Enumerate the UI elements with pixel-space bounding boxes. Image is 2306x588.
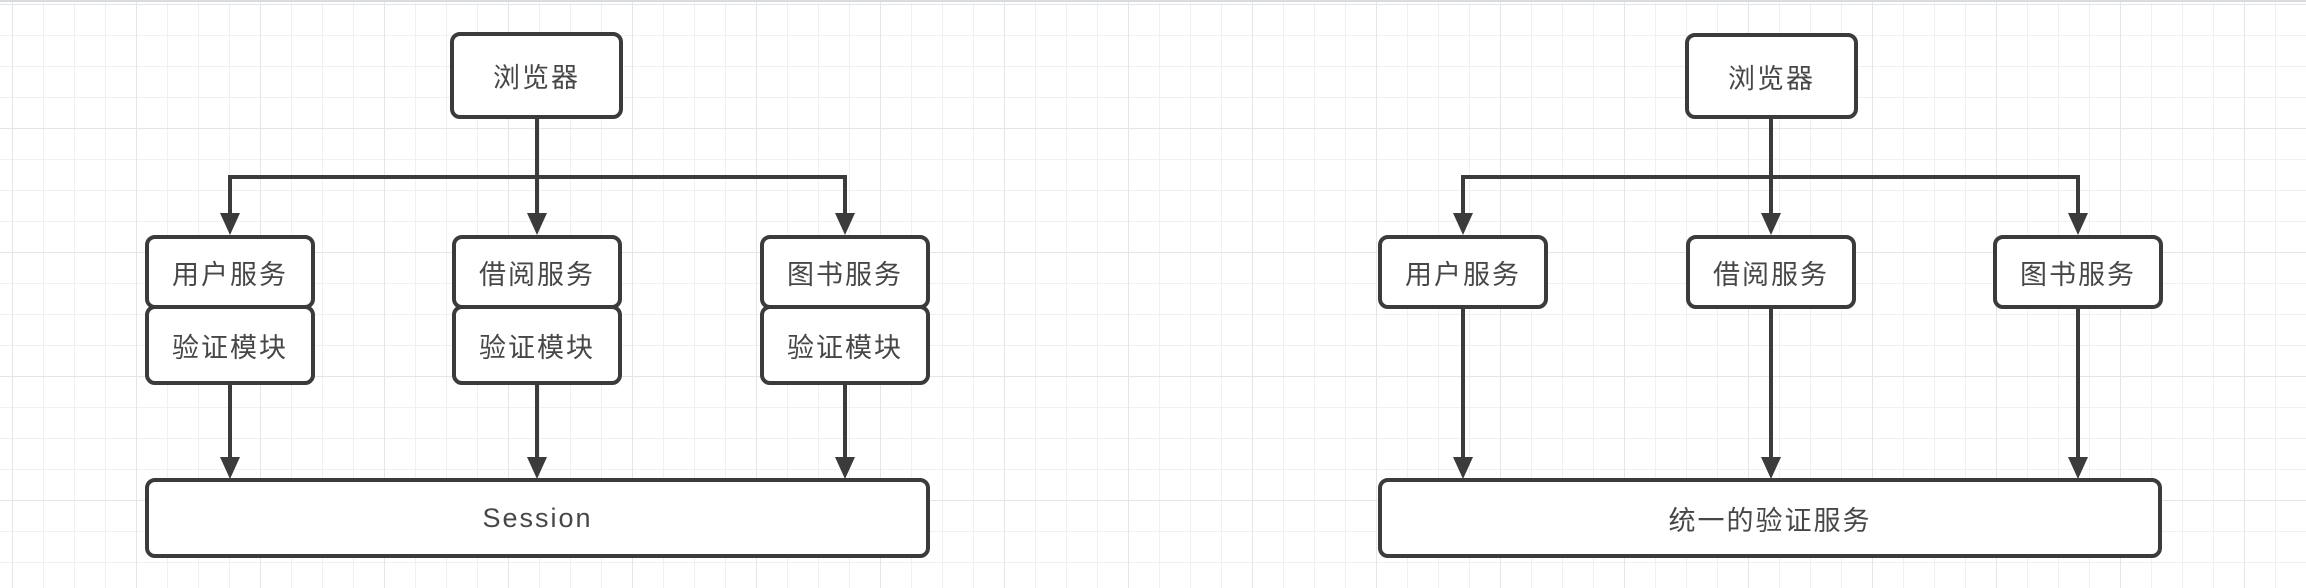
connector-drop-right[interactable] <box>843 175 847 216</box>
node-unified-auth-service[interactable]: 统一的验证服务 <box>1378 478 2162 558</box>
node-auth-module-1[interactable]: 验证模块 <box>145 305 315 385</box>
node-browser[interactable]: 浏览器 <box>1685 33 1858 119</box>
node-label: 统一的验证服务 <box>1668 505 1872 536</box>
connector-drop-right[interactable] <box>2076 175 2080 216</box>
connector-service2-auth[interactable] <box>1769 307 1773 459</box>
node-label: 图书服务 <box>787 259 903 290</box>
node-borrow-service[interactable]: 借阅服务 <box>1686 235 1856 309</box>
connector-module2-session[interactable] <box>535 385 539 459</box>
arrowhead-icon <box>220 213 240 235</box>
node-label: 借阅服务 <box>479 259 595 290</box>
arrowhead-icon <box>2068 213 2088 235</box>
node-label: 验证模块 <box>479 332 595 363</box>
connector-fanout-bar[interactable] <box>228 175 847 179</box>
arrowhead-icon <box>835 457 855 479</box>
node-label: 浏览器 <box>1728 63 1815 94</box>
node-label: 用户服务 <box>172 259 288 290</box>
arrowhead-icon <box>1761 457 1781 479</box>
node-book-service[interactable]: 图书服务 <box>760 235 930 309</box>
node-label: 借阅服务 <box>1713 259 1829 290</box>
node-label: 验证模块 <box>172 332 288 363</box>
connector-module1-session[interactable] <box>228 385 232 459</box>
node-user-service[interactable]: 用户服务 <box>1378 235 1548 309</box>
node-browser[interactable]: 浏览器 <box>450 32 623 119</box>
node-label: 浏览器 <box>493 63 580 93</box>
connector-browser-stem[interactable] <box>1769 119 1773 216</box>
node-auth-module-2[interactable]: 验证模块 <box>452 305 622 385</box>
arrowhead-icon <box>2068 457 2088 479</box>
node-borrow-service[interactable]: 借阅服务 <box>452 235 622 309</box>
connector-service1-auth[interactable] <box>1461 307 1465 459</box>
arrowhead-icon <box>527 457 547 479</box>
connector-browser-stem[interactable] <box>535 118 539 216</box>
node-label: 用户服务 <box>1405 259 1521 290</box>
connector-fanout-bar[interactable] <box>1461 175 2080 179</box>
arrowhead-icon <box>1453 213 1473 235</box>
node-label: 验证模块 <box>787 332 903 363</box>
node-session[interactable]: Session <box>145 478 930 558</box>
arrowhead-icon <box>835 213 855 235</box>
node-label: 图书服务 <box>2020 259 2136 290</box>
arrowhead-icon <box>1761 213 1781 235</box>
node-user-service[interactable]: 用户服务 <box>145 235 315 309</box>
node-auth-module-3[interactable]: 验证模块 <box>760 305 930 385</box>
connector-module3-session[interactable] <box>843 385 847 459</box>
connector-drop-left[interactable] <box>228 175 232 216</box>
node-label: Session <box>482 502 593 533</box>
arrowhead-icon <box>527 213 547 235</box>
connector-drop-left[interactable] <box>1461 175 1465 216</box>
arrowhead-icon <box>1453 457 1473 479</box>
node-book-service[interactable]: 图书服务 <box>1993 235 2163 309</box>
arrowhead-icon <box>220 457 240 479</box>
connector-service3-auth[interactable] <box>2076 307 2080 459</box>
